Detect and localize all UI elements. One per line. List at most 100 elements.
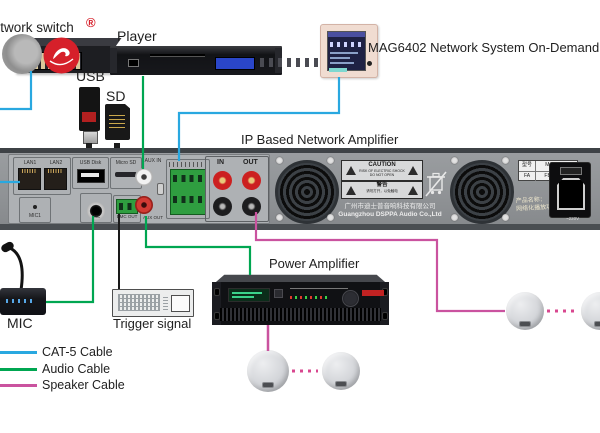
- rack-hole: [382, 312, 388, 320]
- mic-jack-label: MIC: [91, 214, 101, 219]
- caution-sticker-en: CAUTION RISK OF ELECTRIC SHOCK DO NOT OP…: [341, 160, 423, 181]
- warning-triangle-icon: [346, 166, 356, 175]
- screw: [502, 214, 509, 221]
- pamp-rack-ear-right: [380, 282, 389, 325]
- mic-gooseneck: [9, 246, 24, 291]
- model-red-text: [362, 290, 384, 296]
- terminal-pins-row2: [173, 196, 203, 203]
- power-amp-front: [212, 282, 389, 325]
- speaker-in-label: IN: [217, 159, 224, 166]
- amplifier-bottom-edge: [0, 224, 600, 230]
- mode-toggle: [157, 183, 164, 195]
- screen-text-line: [330, 62, 354, 64]
- trigger-signal-device: [112, 289, 194, 317]
- touch-panel-screen: [327, 31, 366, 71]
- in-post-black: [213, 197, 232, 216]
- mic-jack-group: MIC: [80, 193, 112, 223]
- trigger-vents: [118, 294, 160, 311]
- power-amp-display: [228, 288, 270, 302]
- mic-jack-port: [87, 202, 105, 220]
- usb-drive-badge: [82, 112, 96, 122]
- speaker-legend-label: Speaker Cable: [42, 378, 125, 392]
- cat5-swatch: [0, 351, 37, 354]
- power-inlet: [549, 162, 591, 218]
- speaker-slot: [335, 381, 347, 387]
- caution-cn-line: 请勿打开，以免触电: [366, 189, 398, 193]
- speaker-posts-group: IN OUT: [205, 156, 269, 222]
- lan1-rj45-port: [18, 168, 41, 190]
- out-post-black: [242, 197, 261, 216]
- aux-in-rca: [135, 168, 153, 186]
- voltage-label: ~220V: [566, 216, 580, 221]
- emc-out-label: EMC OUT: [116, 214, 138, 219]
- warning-triangle-icon: [346, 186, 356, 195]
- caution-line2: DO NOT OPEN: [369, 173, 395, 177]
- power-amplifier-device: [212, 274, 389, 325]
- power-amp-label: Power Amplifier: [269, 256, 360, 271]
- network-amplifier-device: LAN1 LAN2 MIC1 USB Disk Micro SD: [0, 148, 600, 230]
- out-post-red: [242, 171, 261, 190]
- ceiling-speaker: [506, 292, 544, 330]
- usb-arrow-stem: [86, 143, 92, 151]
- trigger-display: [171, 295, 190, 312]
- emc-out-terminal: [116, 199, 138, 214]
- sd-arrow-stem: [114, 143, 120, 151]
- usb-disk-group: USB Disk: [72, 157, 109, 189]
- display-text-line: [232, 296, 254, 298]
- paging-mic-device: [0, 288, 46, 315]
- speaker-slot: [262, 382, 274, 388]
- screen-title-bar: [328, 32, 365, 37]
- terminal-pins-row1: [173, 175, 203, 182]
- mic1-group: MIC1: [19, 197, 51, 223]
- company-text-block: 广州市迪士普音响科技有限公司 Guangzhou DSPPA Audio Co.…: [328, 203, 452, 219]
- sd-card-print: [109, 114, 125, 128]
- company-name-cn: 广州市迪士普音响科技有限公司: [344, 203, 436, 210]
- caution-line1: RISK OF ELECTRIC SHOCK: [359, 169, 405, 173]
- weee-bin-icon: [425, 171, 447, 197]
- screen-icon-row: [330, 42, 362, 47]
- mic-buttons: [6, 299, 36, 303]
- screw: [276, 157, 283, 164]
- terminal-block: [170, 169, 206, 215]
- model-key: 型号: [519, 161, 536, 171]
- player-rack-ear-left: [110, 48, 117, 73]
- mag6402-label: MAG6402 Network System On-Demand: [368, 40, 600, 55]
- screw: [451, 157, 458, 164]
- trigger-vents-small: [163, 295, 168, 310]
- micro-sd-slot: [115, 172, 137, 177]
- speaker-slot: [594, 321, 600, 327]
- lan2-label: LAN2: [49, 160, 63, 166]
- lan2-rj45-port: [44, 168, 67, 190]
- front-text-row: [290, 288, 348, 289]
- player-usb-port: [128, 59, 139, 67]
- emc-pins: [119, 203, 135, 210]
- aux-in-label: AUX IN: [144, 158, 162, 164]
- fuse-holder: [560, 167, 582, 175]
- speaker-slot: [519, 321, 531, 327]
- rack-hole: [214, 288, 220, 296]
- caution-sticker-cn: 警告 请勿打开，以免触电: [341, 181, 423, 199]
- volume-knob: [342, 290, 359, 307]
- panel-logo-strip: [329, 68, 347, 72]
- aux-out-rca: [135, 196, 153, 214]
- panel-button: [367, 61, 372, 66]
- player-device: [110, 46, 368, 75]
- speaker-swatch: [0, 384, 37, 387]
- mic1-label: MIC1: [29, 213, 41, 219]
- audio-legend-label: Audio Cable: [42, 362, 111, 376]
- amplifier-title: IP Based Network Amplifier: [241, 132, 399, 147]
- player-buttons: [260, 58, 368, 67]
- fuse-key: FA: [519, 171, 536, 181]
- warning-triangle-icon: [408, 186, 418, 195]
- registered-trademark: ®: [86, 15, 96, 30]
- micro-sd-label: Micro SD: [115, 160, 137, 166]
- player-display: [215, 57, 255, 70]
- screw: [502, 157, 509, 164]
- screw: [451, 214, 458, 221]
- led-indicators: [290, 296, 330, 299]
- ceiling-speaker: [581, 292, 600, 330]
- usb-label: USB: [76, 68, 105, 84]
- in-post-red: [213, 171, 232, 190]
- mag6402-touch-panel: [320, 24, 378, 78]
